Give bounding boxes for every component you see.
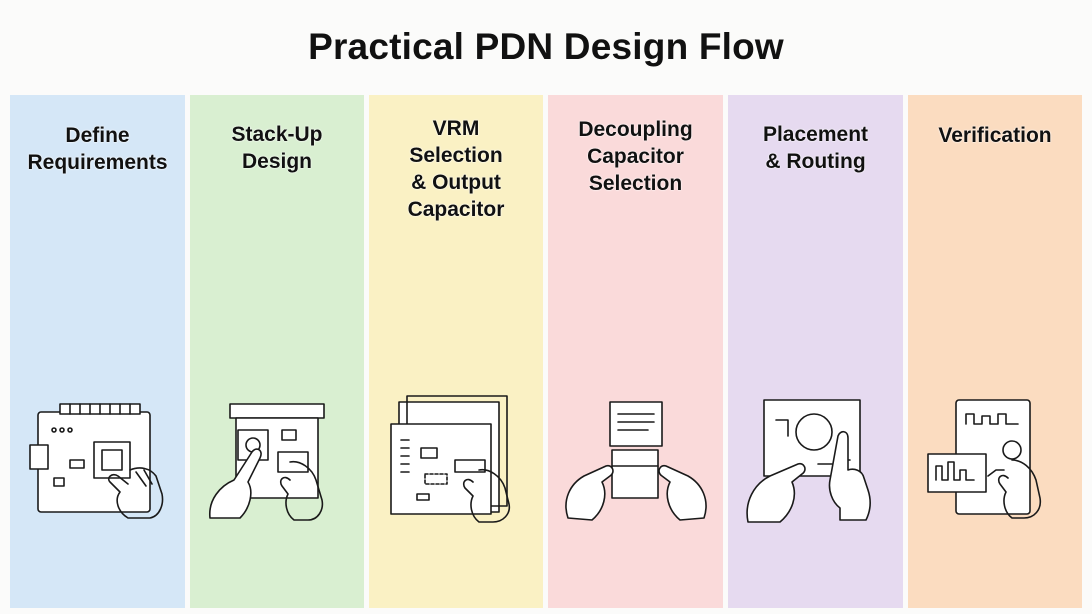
step-label: Placement & Routing <box>762 123 869 173</box>
step-verification: Verification <box>908 95 1082 608</box>
step-label: Stack-Up Design <box>231 123 323 173</box>
routing-hands-icon <box>728 390 903 530</box>
step-label: Define Requirements <box>27 124 168 174</box>
flow-columns: Define Requirements Stack-Up Design <box>0 95 1092 608</box>
step-label: Verification <box>938 124 1052 147</box>
step-label: Decoupling Capacitor Selection <box>578 118 693 195</box>
step-stack-up-design: Stack-Up Design <box>190 95 364 608</box>
step-label: VRM Selection & Output Capacitor <box>407 117 505 221</box>
step-placement-routing: Placement & Routing <box>728 95 903 608</box>
capacitor-hands-icon <box>548 390 723 530</box>
step-decoupling-capacitor: Decoupling Capacitor Selection <box>548 95 723 608</box>
step-vrm-selection: VRM Selection & Output Capacitor <box>369 95 543 608</box>
verification-hand-icon <box>908 390 1082 530</box>
vrm-board-hand-icon <box>369 390 543 530</box>
step-define-requirements: Define Requirements <box>10 95 185 608</box>
pcb-board-hand-icon <box>10 390 185 530</box>
stackup-hand-icon <box>190 390 364 530</box>
diagram-title: Practical PDN Design Flow <box>308 26 784 67</box>
